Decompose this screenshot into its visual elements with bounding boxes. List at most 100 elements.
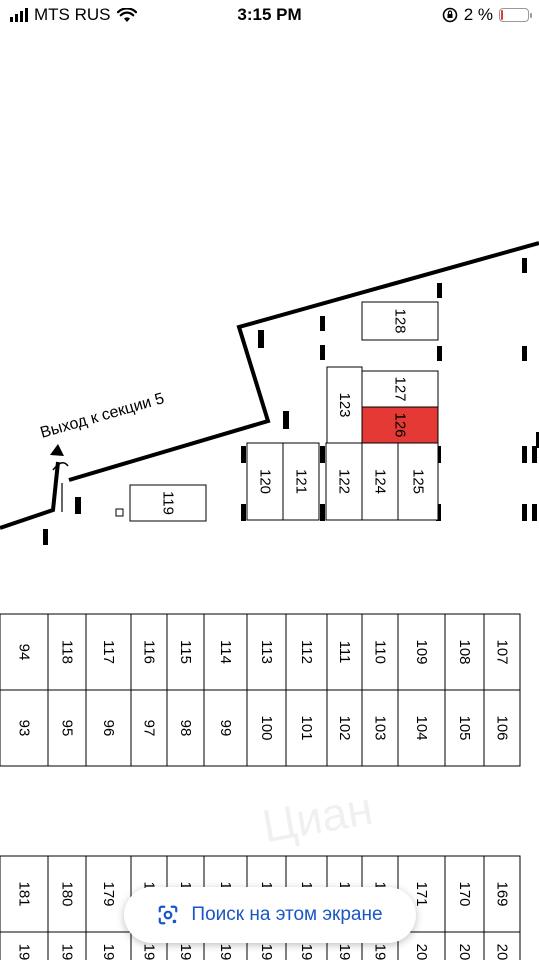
parking-slot[interactable]: 121	[282, 442, 320, 521]
slot-box	[444, 855, 485, 933]
slot-box	[47, 855, 87, 933]
slot-box	[444, 931, 485, 960]
parking-slot[interactable]: 96	[85, 689, 132, 767]
pillar-marker	[320, 504, 325, 521]
slot-number: 170	[456, 881, 473, 906]
parking-slot[interactable]: 107	[483, 613, 521, 691]
slot-box	[282, 442, 320, 521]
slot-number: 19	[100, 944, 117, 960]
slot-number: 103	[372, 715, 389, 740]
parking-slot[interactable]: 170	[444, 855, 485, 933]
parking-slot[interactable]: 102	[326, 689, 363, 767]
parking-slot[interactable]: 20	[483, 931, 521, 960]
pillar-marker	[241, 504, 246, 521]
parking-slot[interactable]: 111	[326, 613, 363, 691]
pillar-marker	[320, 446, 325, 463]
slot-number: 19	[141, 944, 158, 960]
slot-number: 19	[336, 944, 353, 960]
parking-slot[interactable]: 119	[129, 484, 207, 522]
parking-slot[interactable]: 104	[397, 689, 446, 767]
parking-slot[interactable]: 95	[47, 689, 87, 767]
slot-box	[129, 484, 207, 522]
parking-slot[interactable]: 122	[325, 442, 363, 521]
parking-slot[interactable]: 100	[246, 689, 287, 767]
slot-number: 19	[217, 944, 234, 960]
pillar-marker	[532, 446, 537, 463]
pillar-marker	[522, 446, 527, 463]
parking-slot[interactable]: 118	[47, 613, 87, 691]
exit-label: Выход к секции 5	[38, 390, 166, 442]
exit-arrow-icon	[50, 444, 64, 456]
slot-number: 180	[59, 881, 76, 906]
slot-box	[246, 613, 287, 691]
slot-number: 110	[372, 640, 389, 664]
slot-box	[0, 931, 49, 960]
edge-mark	[536, 432, 539, 448]
parking-slot[interactable]: 126	[361, 406, 439, 444]
parking-slot[interactable]: 98	[166, 689, 205, 767]
slot-box	[0, 613, 49, 691]
slot-number: 97	[141, 720, 158, 737]
slot-number: 19	[258, 944, 275, 960]
slot-box	[326, 366, 363, 444]
parking-slot[interactable]: 128	[361, 301, 439, 341]
parking-slot[interactable]: 20	[397, 931, 446, 960]
slot-box	[85, 689, 132, 767]
parking-slot[interactable]: 103	[361, 689, 399, 767]
parking-slot[interactable]: 109	[397, 613, 446, 691]
pillar-marker	[522, 346, 527, 361]
parking-slot[interactable]: 123	[326, 366, 363, 444]
pillar-marker	[241, 446, 246, 463]
parking-slot[interactable]: 112	[285, 613, 328, 691]
slot-number: 111	[336, 641, 353, 664]
parking-slot[interactable]: 19	[85, 931, 132, 960]
pillar-marker	[283, 411, 289, 429]
parking-slot[interactable]: 116	[130, 613, 168, 691]
search-on-screen-button[interactable]: Поиск на этом экране	[124, 887, 416, 943]
parking-slot[interactable]: 120	[246, 442, 284, 521]
parking-slot[interactable]: 106	[483, 689, 521, 767]
slot-box	[361, 613, 399, 691]
slot-box	[325, 442, 363, 521]
search-label: Поиск на этом экране	[191, 904, 383, 925]
parking-slot[interactable]: 125	[397, 442, 439, 521]
slot-number: 179	[100, 881, 117, 906]
parking-slot[interactable]: 127	[361, 370, 439, 408]
slot-number: 105	[456, 715, 473, 740]
slot-number: 106	[494, 715, 511, 740]
parking-slot[interactable]: 110	[361, 613, 399, 691]
parking-slot[interactable]: 181	[0, 855, 49, 933]
parking-slot[interactable]: 113	[246, 613, 287, 691]
parking-slot[interactable]: 19	[47, 931, 87, 960]
slot-box	[361, 370, 439, 408]
carrier-label: MTS RUS	[34, 5, 111, 24]
parking-slot[interactable]: 94	[0, 613, 49, 691]
slot-number: 19	[59, 944, 76, 960]
parking-slot[interactable]: 117	[85, 613, 132, 691]
parking-slot[interactable]: 19	[0, 931, 49, 960]
slot-number: 19	[298, 944, 315, 960]
walls	[0, 241, 539, 530]
slot-number: 171	[413, 881, 430, 906]
slot-box	[246, 689, 287, 767]
parking-slot[interactable]: 101	[285, 689, 328, 767]
parking-slot[interactable]: 180	[47, 855, 87, 933]
parking-slot[interactable]: 108	[444, 613, 485, 691]
parking-slot[interactable]: 97	[130, 689, 168, 767]
parking-slot[interactable]: 124	[361, 442, 399, 521]
slot-number: 99	[217, 720, 234, 737]
parking-slot[interactable]: 105	[444, 689, 485, 767]
parking-slot[interactable]: 179	[85, 855, 132, 933]
parking-slot[interactable]: 20	[444, 931, 485, 960]
parking-slot[interactable]: 93	[0, 689, 49, 767]
parking-slot[interactable]: 114	[203, 613, 248, 691]
slot-number: 126	[392, 412, 409, 437]
pillar-marker	[532, 504, 537, 521]
parking-slot[interactable]: 115	[166, 613, 205, 691]
parking-slot[interactable]: 169	[483, 855, 521, 933]
parking-slot[interactable]: 99	[203, 689, 248, 767]
